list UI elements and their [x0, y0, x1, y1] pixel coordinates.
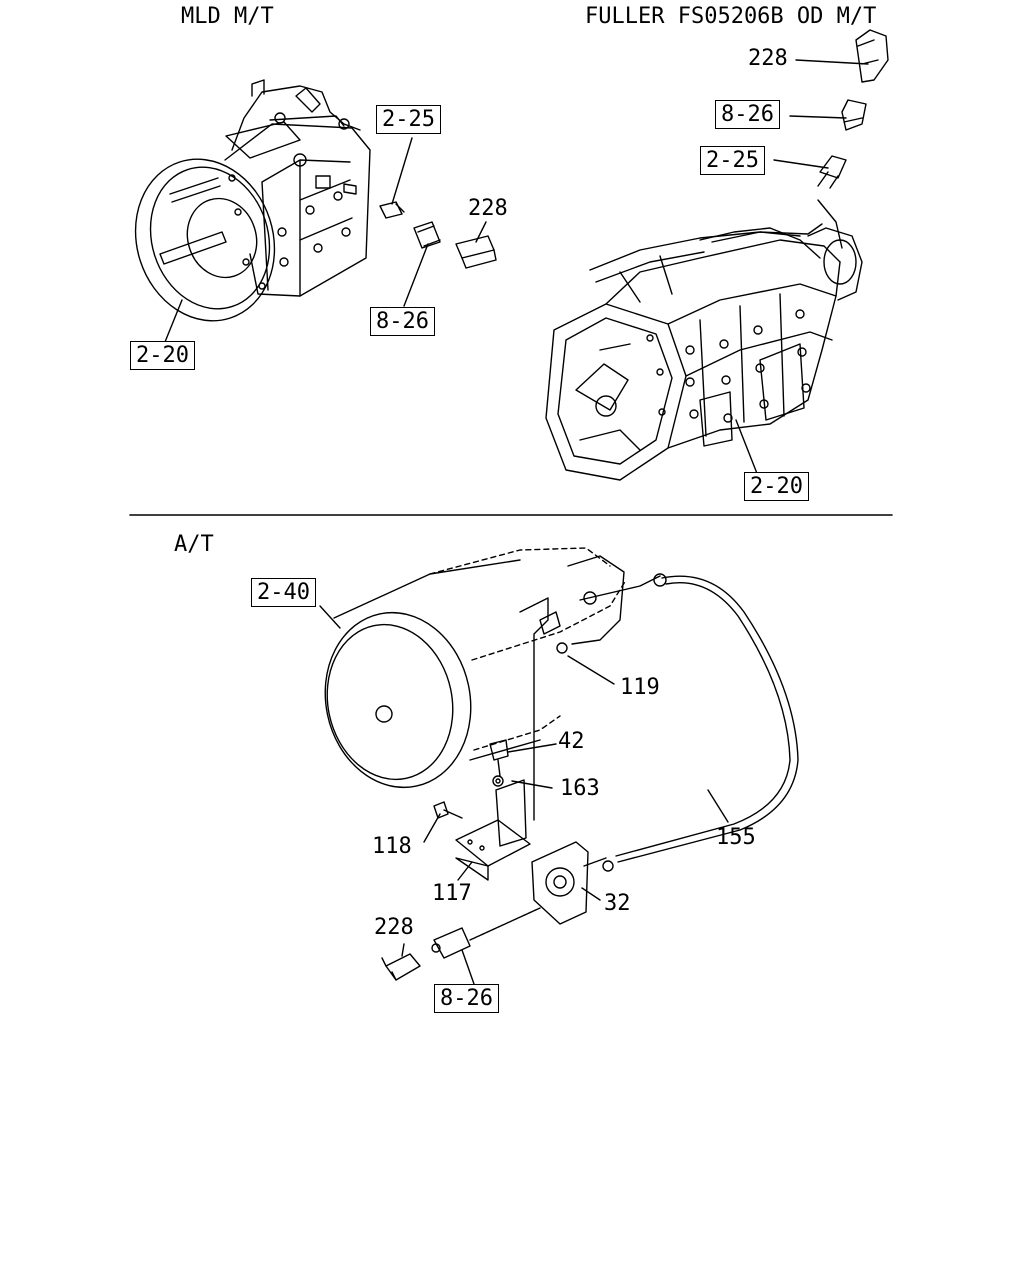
mld-ref-8-26[interactable]: 8-26 [370, 307, 435, 337]
at-part-163: 163 [560, 776, 600, 801]
fuller-section-title: FULLER FS05206B OD M/T [585, 4, 877, 29]
at-part-117: 117 [432, 881, 472, 906]
fuller-leader-lines [735, 59, 869, 477]
at-ref-8-26[interactable]: 8-26 [434, 984, 499, 1014]
fuller-transmission-illustration [545, 29, 889, 481]
at-part-32: 32 [604, 891, 631, 916]
mld-ref-2-25[interactable]: 2-25 [376, 105, 441, 135]
at-part-228: 228 [374, 915, 414, 940]
mld-ref-2-20[interactable]: 2-20 [130, 341, 195, 371]
at-part-118: 118 [372, 834, 412, 859]
mld-section-title: MLD M/T [181, 4, 274, 29]
fuller-ref-8-26[interactable]: 8-26 [715, 100, 780, 130]
at-part-42: 42 [558, 729, 585, 754]
at-part-155: 155 [716, 825, 756, 850]
fuller-ref-2-20[interactable]: 2-20 [744, 472, 809, 502]
mld-transmission-illustration [134, 79, 497, 322]
fuller-ref-2-25[interactable]: 2-25 [700, 146, 765, 176]
at-leader-lines [319, 605, 729, 985]
mld-leader-lines [164, 137, 487, 343]
mld-part-228: 228 [468, 196, 508, 221]
fuller-part-228: 228 [748, 46, 788, 71]
at-transmission-illustration [324, 547, 799, 981]
at-ref-2-40[interactable]: 2-40 [251, 578, 316, 608]
at-section-title: A/T [174, 532, 214, 557]
at-part-119: 119 [620, 675, 660, 700]
